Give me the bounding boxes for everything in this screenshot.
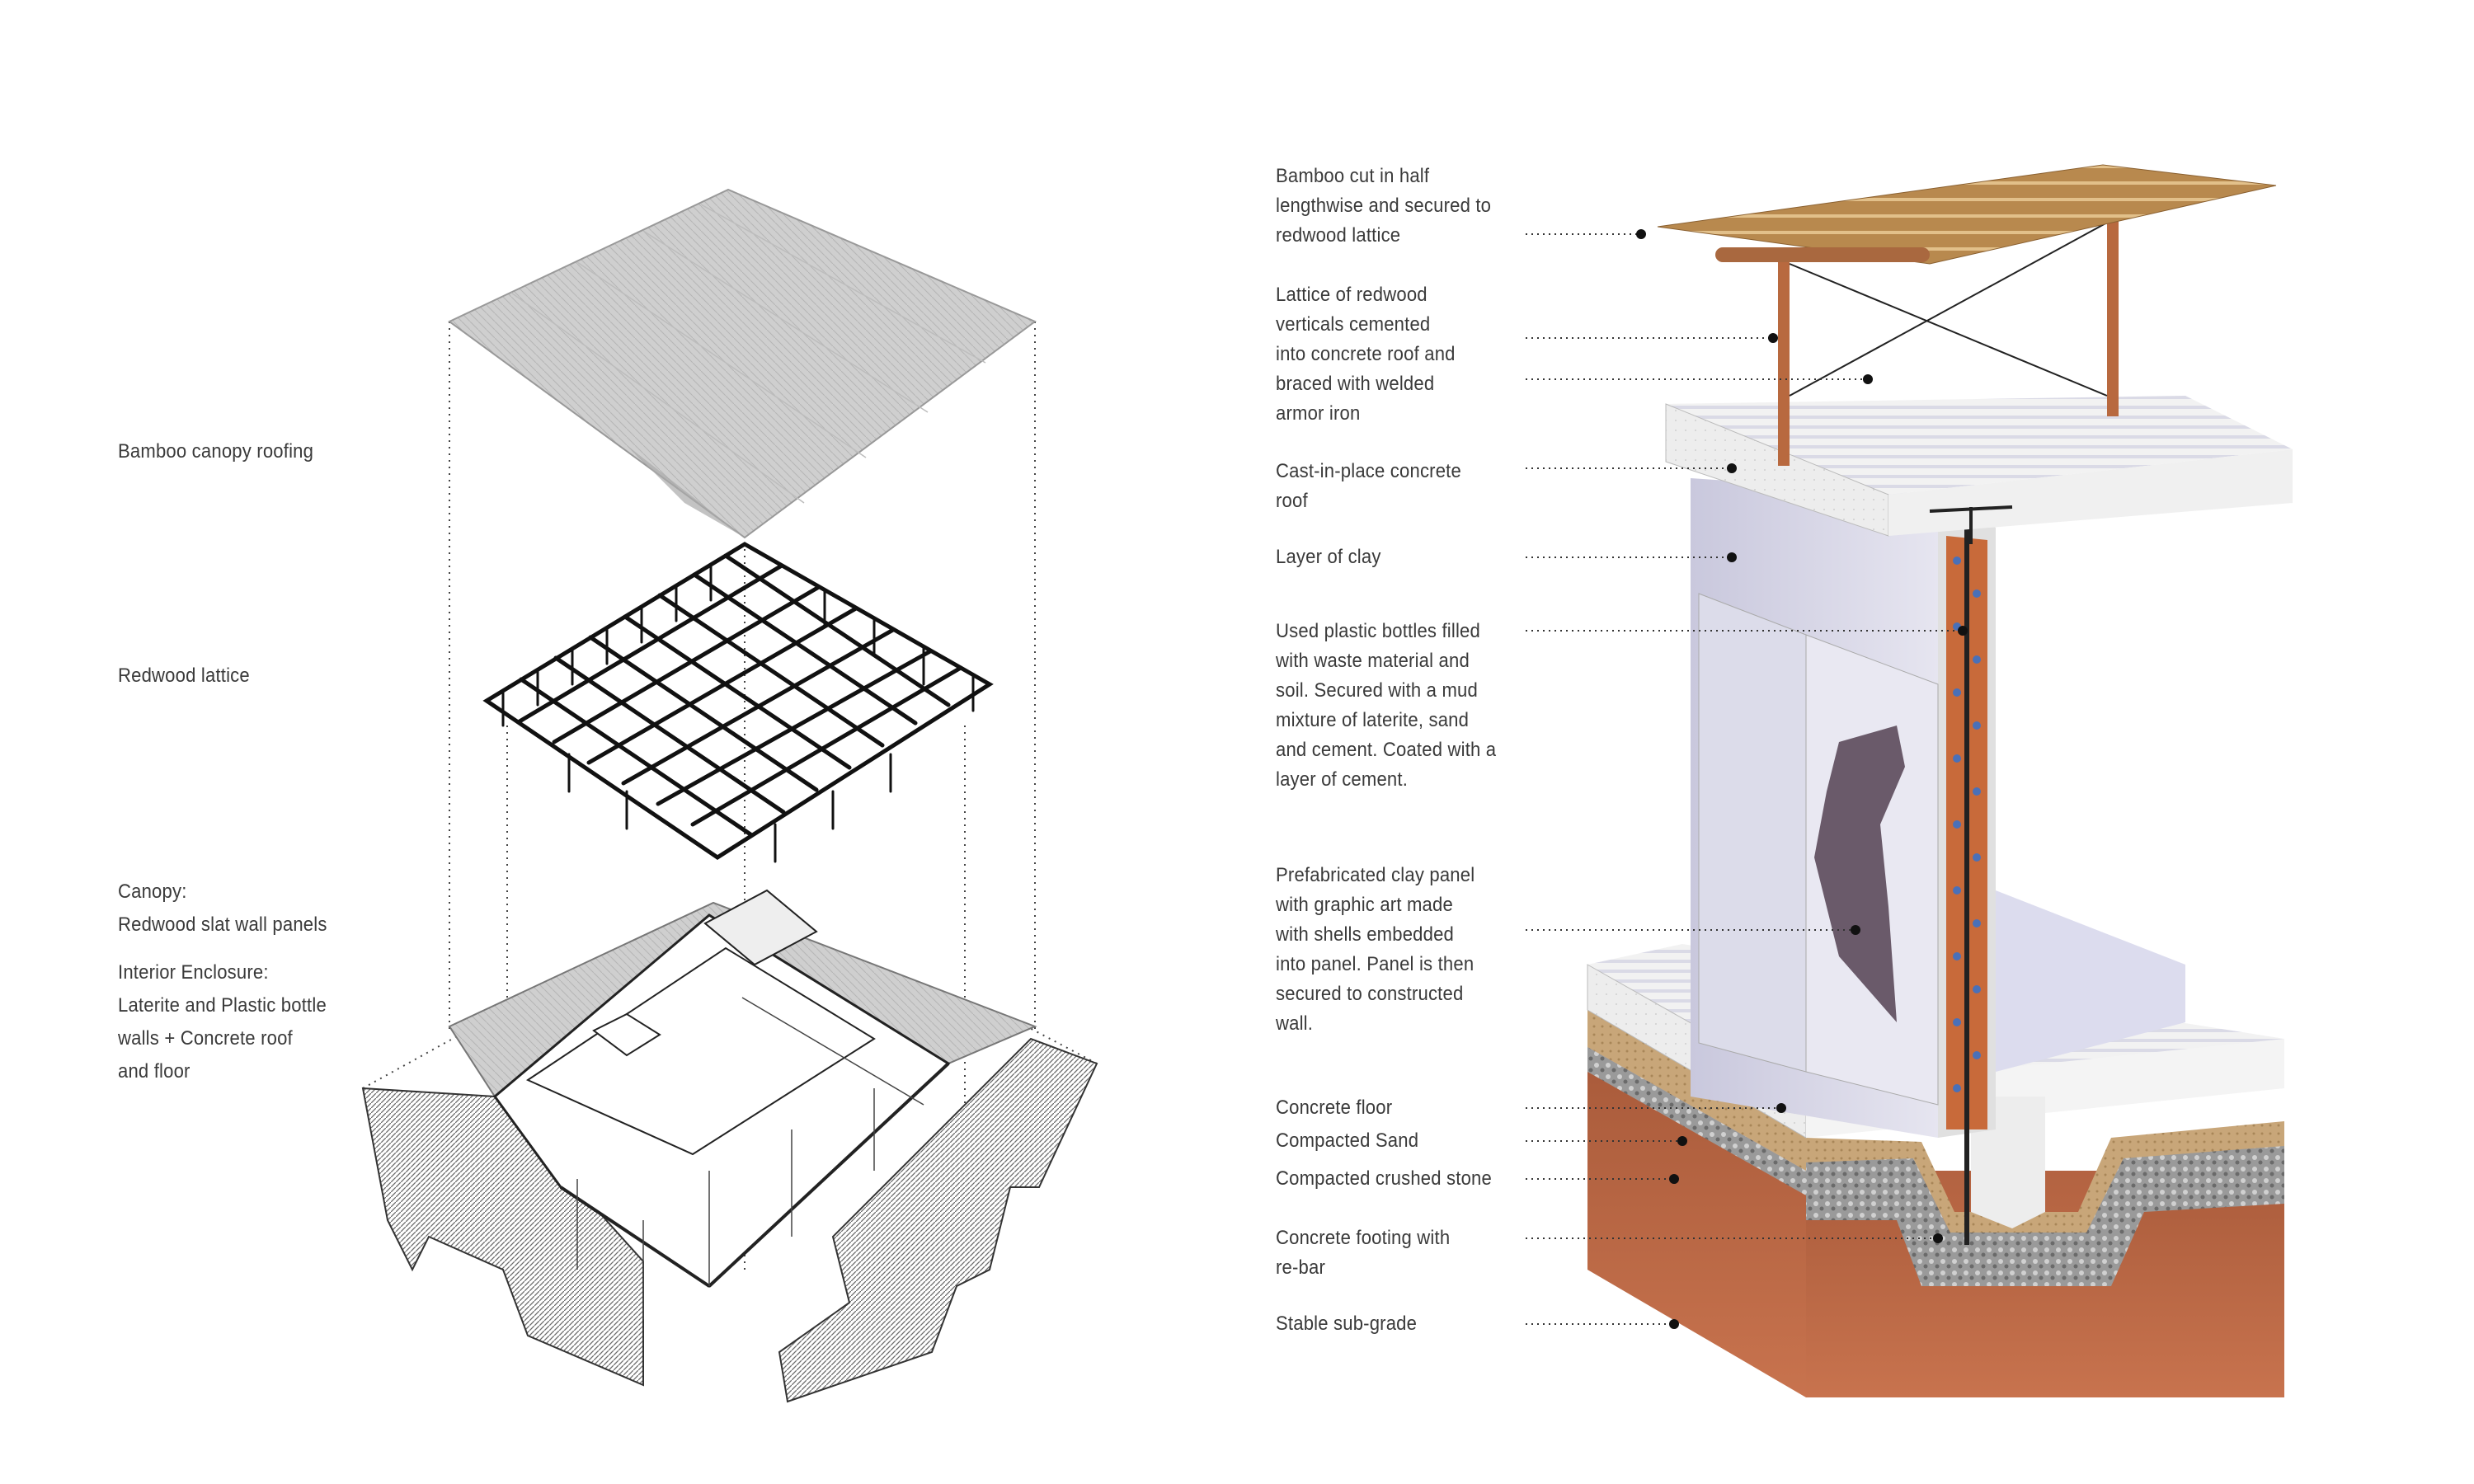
canopy-roofing-plane [448, 188, 1037, 539]
label-concrete-roof: Cast-in-place concrete roof [1276, 460, 1461, 512]
label-lattice: Lattice of redwood verticals cemented in… [1276, 284, 1456, 425]
enclosure-and-canopy-walls [361, 889, 1098, 1403]
label-crushed-stone: Compacted crushed stone [1276, 1167, 1492, 1190]
leader-lines [1526, 233, 1963, 1325]
label-plastic-bottles: Used plastic bottles filled with waste m… [1276, 620, 1497, 791]
label-footing: Concrete footing with re-bar [1276, 1227, 1451, 1279]
concrete-roof-slab [1665, 396, 2293, 544]
label-concrete-floor: Concrete floor [1276, 1097, 1393, 1119]
label-compacted-sand: Compacted Sand [1276, 1129, 1419, 1152]
label-bamboo: Bamboo cut in half lengthwise and secure… [1276, 165, 1492, 247]
label-sub-grade: Stable sub-grade [1276, 1313, 1418, 1335]
label-canopy-roofing: Bamboo canopy roofing [118, 440, 314, 463]
label-clay-panel: Prefabricated clay panel with graphic ar… [1276, 864, 1475, 1035]
label-canopy-panels: Canopy: Redwood slat wall panels [118, 881, 327, 936]
leader-dots [1636, 229, 1968, 1329]
label-interior-enclosure: Interior Enclosure: Laterite and Plastic… [118, 961, 327, 1082]
bamboo-canopy-and-lattice [1657, 164, 2277, 466]
bottle-wall [1691, 478, 2185, 1245]
exploded-axonometric-diagram [361, 188, 1098, 1403]
label-clay: Layer of clay [1276, 546, 1381, 568]
label-redwood-lattice: Redwood lattice [118, 665, 250, 687]
redwood-lattice-grid [482, 542, 994, 863]
